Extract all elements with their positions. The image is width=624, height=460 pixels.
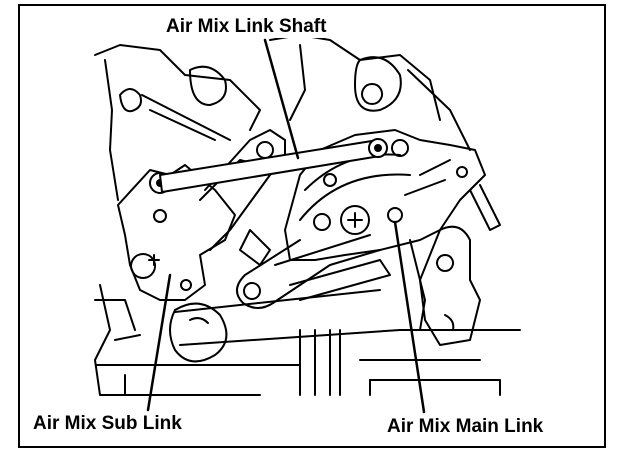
main-link-lever-arm [236, 234, 391, 309]
leader-line-main-link [393, 220, 426, 414]
label-air-mix-main-link: Air Mix Main Link [384, 416, 547, 438]
diagram-frame [18, 4, 606, 448]
pivot-boss [169, 289, 401, 363]
leader-line-link-shaft [263, 38, 300, 160]
leader-lines [146, 38, 426, 414]
leader-line-sub-link [146, 273, 172, 412]
label-air-mix-link-shaft: Air Mix Link Shaft [163, 16, 330, 38]
sub-link-arm [204, 129, 286, 251]
label-air-mix-sub-link: Air Mix Sub Link [30, 413, 185, 435]
air-mix-main-link [284, 129, 486, 261]
air-mix-link-shaft [159, 138, 388, 193]
heater-case-outline [94, 34, 521, 396]
